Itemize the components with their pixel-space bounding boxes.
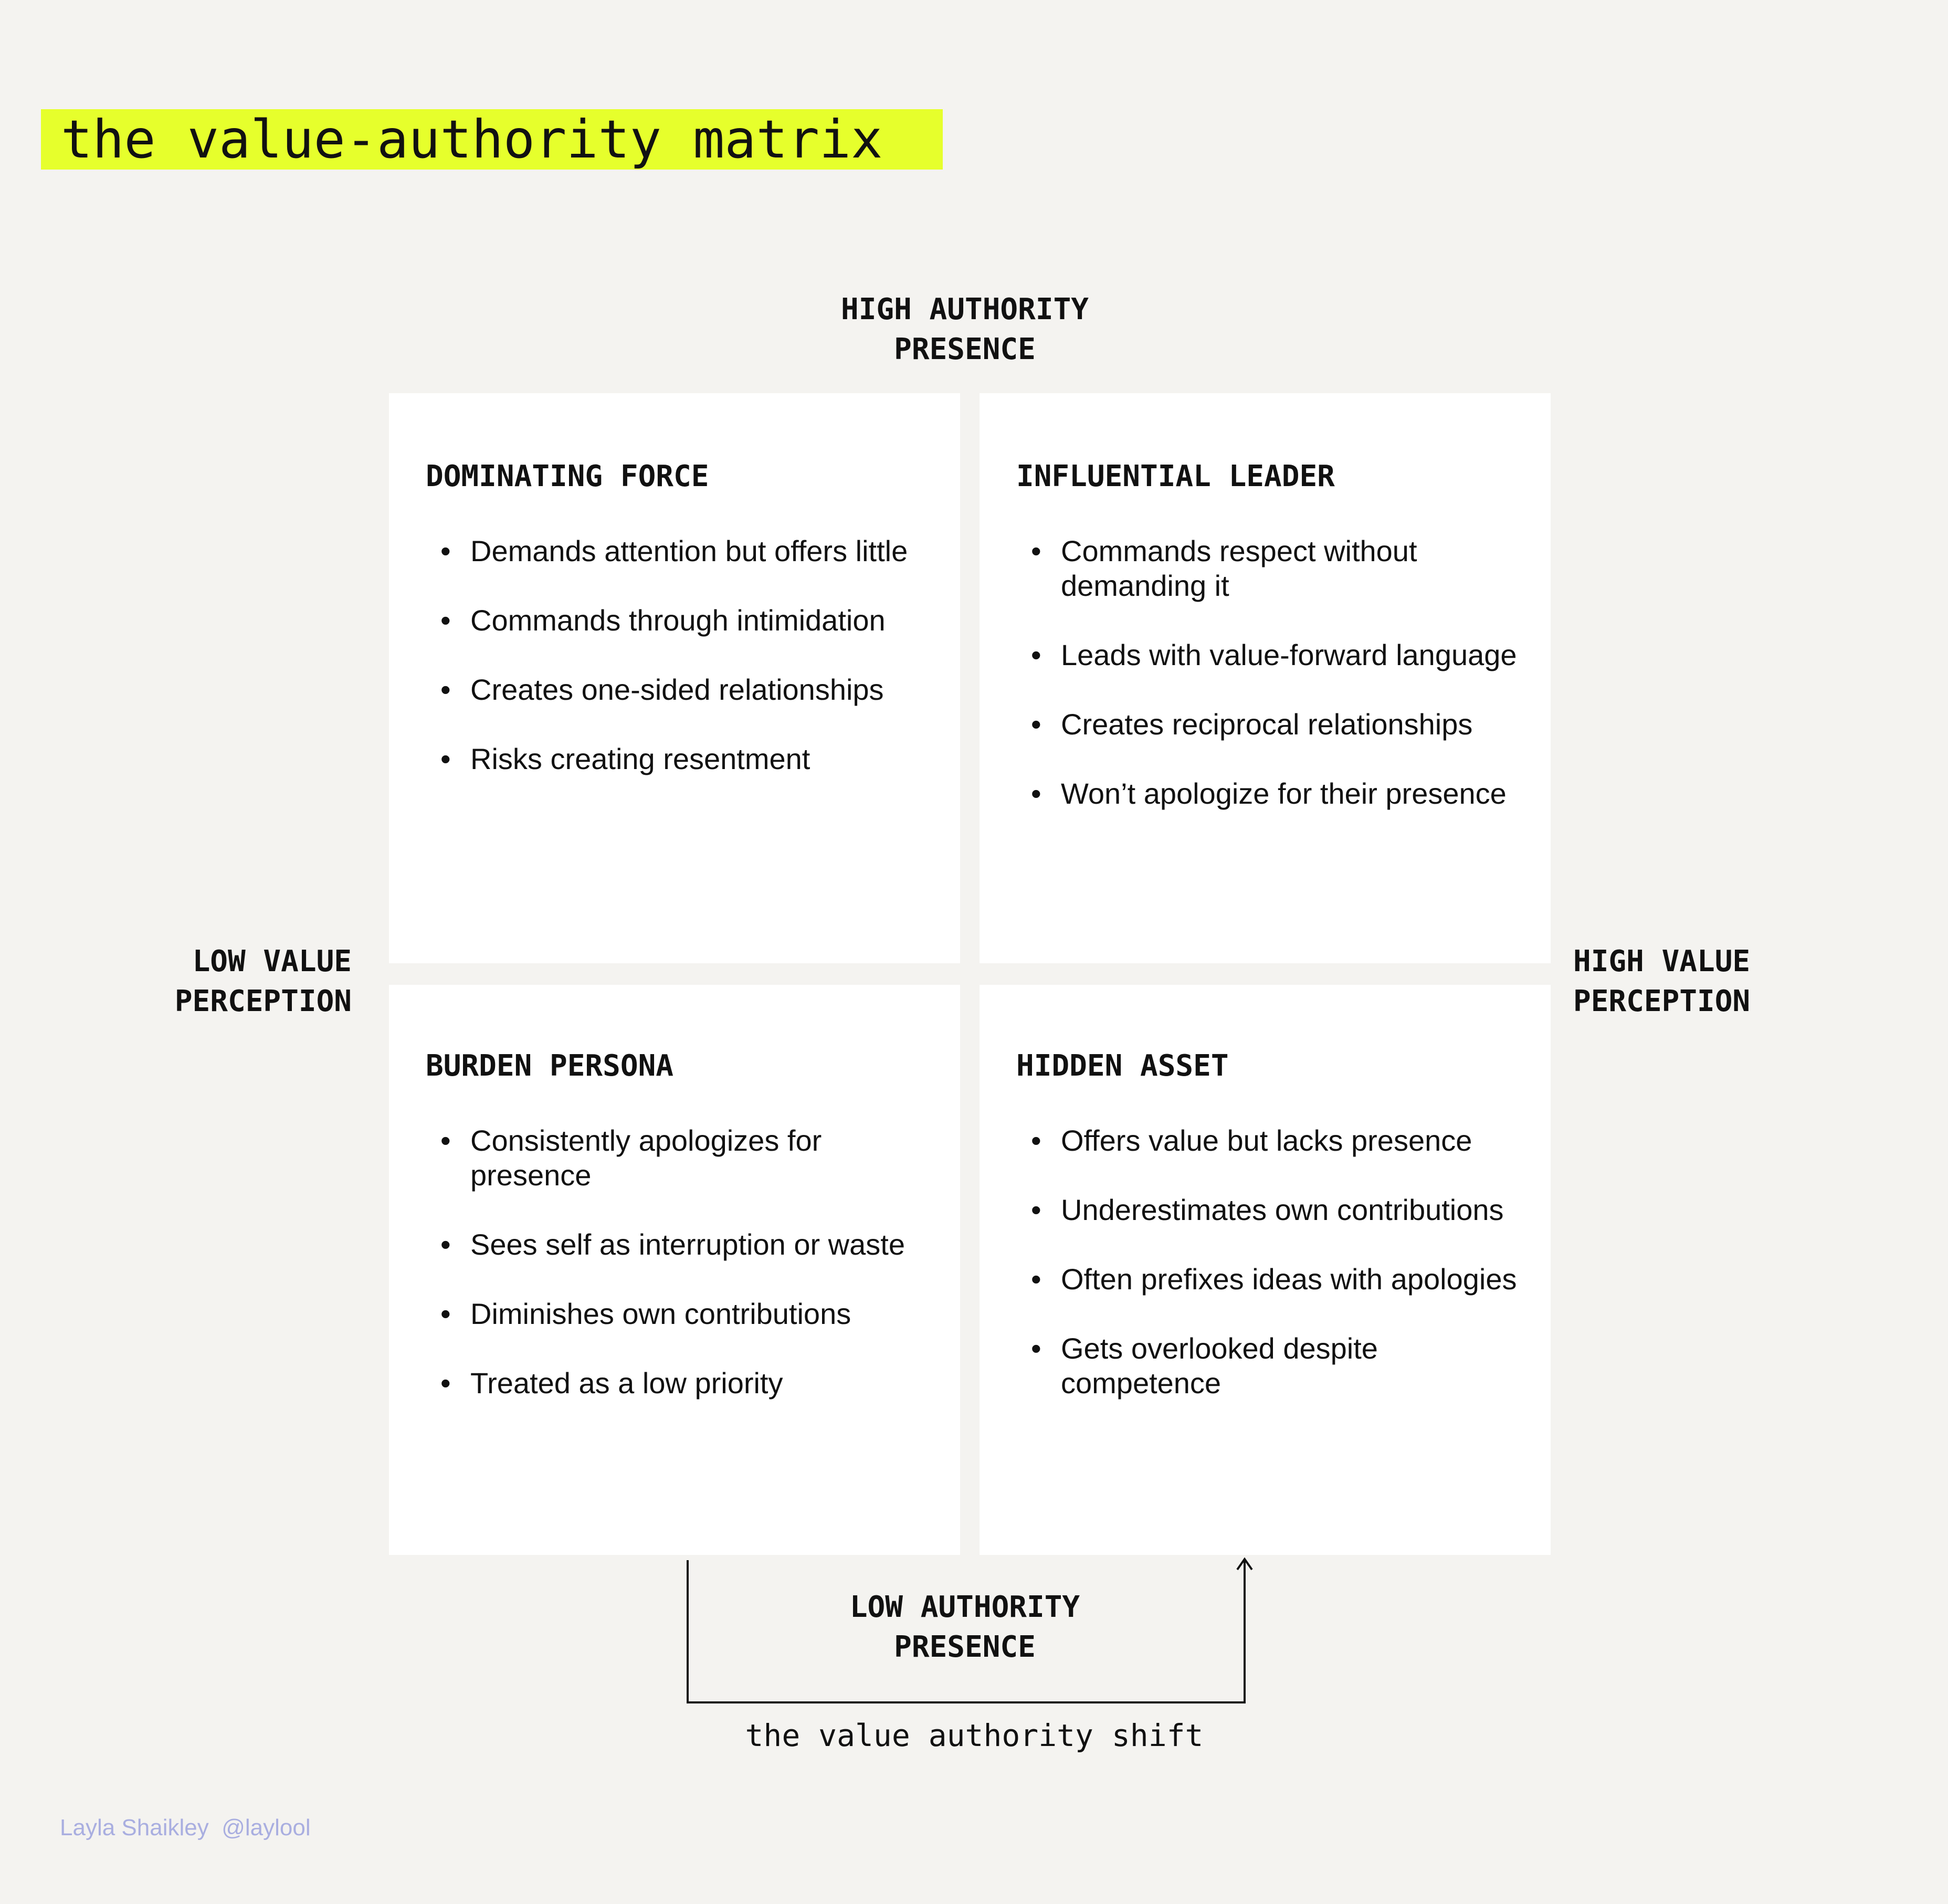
author-credit: Layla Shaikley @laylool bbox=[60, 1812, 311, 1844]
list-item-text: Sees self as interruption or waste bbox=[470, 1228, 905, 1261]
axis-label-low-value: LOW VALUE PERCEPTION bbox=[105, 942, 352, 1022]
list-item: • Consistently apologizes for presence bbox=[426, 1123, 929, 1193]
list-item-text: Consistently apologizes for presence bbox=[470, 1124, 822, 1192]
list-item: • Treated as a low priority bbox=[426, 1366, 929, 1401]
bullet-icon: • bbox=[440, 1228, 451, 1261]
list-item: • Won’t apologize for their presence bbox=[1016, 776, 1519, 811]
bullet-icon: • bbox=[440, 673, 451, 706]
list-item: • Offers value but lacks presence bbox=[1016, 1123, 1519, 1158]
list-item-text: Underestimates own contributions bbox=[1061, 1193, 1504, 1226]
quadrant-influential-leader: INFLUENTIAL LEADER • Commands respect wit… bbox=[980, 393, 1551, 963]
list-item-text: Diminishes own contributions bbox=[470, 1297, 851, 1330]
list-item: • Commands respect without demanding it bbox=[1016, 534, 1519, 603]
quadrant-title: HIDDEN ASSET bbox=[1016, 1049, 1229, 1083]
list-item: • Gets overlooked despite competence bbox=[1016, 1331, 1519, 1401]
page-title: the value-authority matrix bbox=[61, 109, 883, 170]
quadrant-hidden-asset: HIDDEN ASSET • Offers value but lacks pre… bbox=[980, 985, 1551, 1555]
axis-label-line: PRESENCE bbox=[894, 332, 1036, 366]
list-item-text: Creates one-sided relationships bbox=[470, 673, 884, 706]
list-item: • Creates reciprocal relationships bbox=[1016, 707, 1519, 742]
list-item-text: Won’t apologize for their presence bbox=[1061, 777, 1507, 810]
bullet-icon: • bbox=[1031, 1193, 1041, 1226]
list-item: • Leads with value-forward language bbox=[1016, 638, 1519, 672]
list-item-text: Commands through intimidation bbox=[470, 604, 886, 637]
bullet-icon: • bbox=[1031, 534, 1041, 567]
list-item: • Demands attention but offers little bbox=[426, 534, 929, 569]
bullet-icon: • bbox=[440, 1297, 451, 1330]
axis-label-high-value: HIGH VALUE PERCEPTION bbox=[1573, 942, 1888, 1022]
shift-connector-line bbox=[687, 1560, 1246, 1703]
quadrant-list: • Demands attention but offers little • Co… bbox=[426, 534, 929, 776]
list-item-text: Offers value but lacks presence bbox=[1061, 1124, 1472, 1157]
list-item-text: Leads with value-forward language bbox=[1061, 638, 1517, 671]
shift-caption: the value authority shift bbox=[745, 1718, 1204, 1753]
quadrant-list: • Consistently apologizes for presence • S… bbox=[426, 1123, 929, 1401]
list-item-text: Gets overlooked despite competence bbox=[1061, 1332, 1378, 1400]
bullet-icon: • bbox=[440, 1124, 451, 1157]
list-item: • Risks creating resentment bbox=[426, 742, 929, 776]
list-item-text: Creates reciprocal relationships bbox=[1061, 708, 1473, 741]
bullet-icon: • bbox=[1031, 777, 1041, 810]
list-item: • Diminishes own contributions bbox=[426, 1297, 929, 1331]
list-item-text: Risks creating resentment bbox=[470, 742, 810, 775]
list-item-text: Commands respect without demanding it bbox=[1061, 534, 1417, 602]
list-item: • Creates one-sided relationships bbox=[426, 672, 929, 707]
axis-label-line: LOW AUTHORITY bbox=[849, 1590, 1080, 1624]
quadrant-title: DOMINATING FORCE bbox=[426, 459, 709, 493]
bullet-icon: • bbox=[440, 534, 451, 567]
author-handle: @laylool bbox=[222, 1815, 311, 1840]
bullet-icon: • bbox=[440, 604, 451, 637]
bullet-icon: • bbox=[440, 1366, 451, 1400]
list-item-text: Treated as a low priority bbox=[470, 1366, 783, 1400]
axis-label-line: PRESENCE bbox=[894, 1630, 1036, 1664]
quadrant-title: INFLUENTIAL LEADER bbox=[1016, 459, 1335, 493]
bullet-icon: • bbox=[1031, 1263, 1041, 1296]
axis-label-line: HIGH VALUE bbox=[1573, 944, 1751, 979]
list-item: • Commands through intimidation bbox=[426, 603, 929, 638]
bullet-icon: • bbox=[1031, 638, 1041, 671]
quadrant-list: • Offers value but lacks presence • Undere… bbox=[1016, 1123, 1519, 1401]
list-item-text: Often prefixes ideas with apologies bbox=[1061, 1263, 1517, 1296]
bullet-icon: • bbox=[1031, 1124, 1041, 1157]
axis-label-line: PERCEPTION bbox=[174, 984, 352, 1018]
quadrant-burden-persona: BURDEN PERSONA • Consistently apologizes … bbox=[389, 985, 960, 1555]
quadrant-title: BURDEN PERSONA bbox=[426, 1049, 674, 1083]
quadrant-list: • Commands respect without demanding it •… bbox=[1016, 534, 1519, 811]
axis-label-high-authority: HIGH AUTHORITY PRESENCE bbox=[702, 290, 1227, 370]
bullet-icon: • bbox=[1031, 1332, 1041, 1365]
bullet-icon: • bbox=[440, 742, 451, 775]
axis-label-line: LOW VALUE bbox=[192, 944, 352, 979]
title-highlight: the value-authority matrix bbox=[41, 109, 943, 170]
list-item: • Often prefixes ideas with apologies bbox=[1016, 1262, 1519, 1297]
author-name: Layla Shaikley bbox=[60, 1815, 209, 1840]
arrow-up-icon bbox=[1236, 1557, 1253, 1571]
list-item: • Underestimates own contributions bbox=[1016, 1193, 1519, 1227]
axis-label-low-authority: LOW AUTHORITY PRESENCE bbox=[702, 1587, 1227, 1667]
axis-label-line: HIGH AUTHORITY bbox=[840, 292, 1089, 327]
bullet-icon: • bbox=[1031, 708, 1041, 741]
axis-label-line: PERCEPTION bbox=[1573, 984, 1751, 1018]
list-item: • Sees self as interruption or waste bbox=[426, 1227, 929, 1262]
quadrant-dominating-force: DOMINATING FORCE • Demands attention but … bbox=[389, 393, 960, 963]
list-item-text: Demands attention but offers little bbox=[470, 534, 908, 567]
